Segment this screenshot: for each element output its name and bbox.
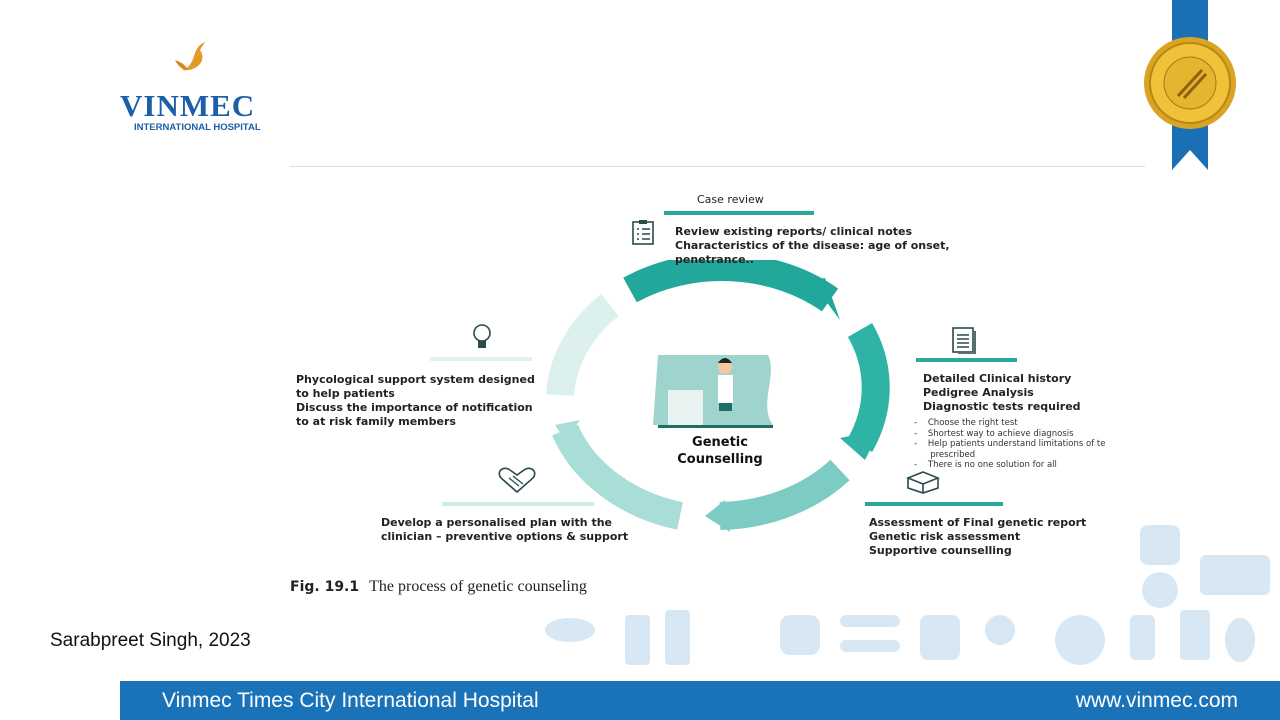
support-line: to help patients	[296, 387, 395, 400]
case-review-bar	[664, 211, 814, 215]
support-bar	[430, 357, 532, 361]
cycle-arrow-left	[546, 294, 619, 397]
footer-bar: Vinmec Times City International Hospital…	[120, 681, 1280, 720]
box-icon	[906, 471, 940, 494]
support-line: to at risk family members	[296, 415, 456, 428]
figure-caption: Fig. 19.1 The process of genetic counseli…	[290, 578, 587, 596]
history-bullet: - Help patients understand limitations o…	[914, 439, 1106, 449]
header-divider	[290, 166, 1145, 167]
history-bullet: prescribed	[930, 449, 976, 460]
assessment-line: Supportive counselling	[869, 544, 1012, 557]
caption-label: Fig. 19.1	[290, 579, 360, 595]
case-review-line: Review existing reports/ clinical notes	[675, 225, 913, 238]
logo-subtitle: INTERNATIONAL HOSPITAL	[134, 122, 261, 133]
clipboard-icon	[632, 220, 654, 245]
jci-seal-icon	[1144, 0, 1236, 170]
cycle-arrow-right	[847, 323, 890, 452]
history-bullet: - Choose the right test	[914, 418, 1018, 428]
history-line: Diagnostic tests required	[923, 400, 1081, 413]
case-review-line: penetrance..	[675, 253, 754, 266]
center-title-line2: Counselling	[677, 452, 763, 467]
medical-icons-decoration-icon	[545, 525, 1270, 665]
history-bullet: - Shortest way to achieve diagnosis	[914, 428, 1074, 439]
plan-line: Develop a personalised plan with the	[381, 516, 613, 529]
history-bar	[916, 358, 1017, 362]
documents-icon	[952, 327, 976, 354]
support-line: Phycological support system designed	[296, 373, 535, 386]
cycle-arrow-top	[623, 260, 839, 312]
doctor-illustration-icon	[653, 355, 773, 428]
footer-hospital-name: Vinmec Times City International Hospital	[162, 688, 539, 712]
vinmec-bird-logo-icon	[175, 42, 205, 71]
author-credit: Sarabpreet Singh, 2023	[50, 630, 251, 651]
assessment-line: Genetic risk assessment	[869, 530, 1021, 543]
case-review-title: Case review	[697, 193, 764, 206]
history-bullet: - There is no one solution for all	[914, 460, 1057, 470]
center-title-line1: Genetic	[692, 435, 748, 450]
plan-bar	[442, 502, 594, 506]
history-line: Pedigree Analysis	[923, 386, 1034, 399]
cycle-arrow-bottom-left	[552, 424, 684, 530]
assessment-line: Assessment of Final genetic report	[869, 516, 1087, 529]
cycle-diagram	[546, 260, 890, 532]
footer-website-link[interactable]: www.vinmec.com	[1075, 688, 1238, 712]
logo-name: VINMEC	[120, 88, 256, 123]
plan-line: clinician – preventive options & support	[381, 530, 629, 543]
case-review-line: Characteristics of the disease: age of o…	[675, 239, 950, 252]
cycle-arrow-bottom	[719, 459, 850, 530]
assessment-bar	[865, 502, 1003, 506]
lightbulb-icon	[473, 324, 491, 348]
caption-text: The process of genetic counseling	[369, 578, 587, 595]
support-line: Discuss the importance of notification	[296, 401, 533, 414]
handshake-heart-icon	[498, 467, 536, 494]
history-line: Detailed Clinical history	[923, 372, 1072, 385]
